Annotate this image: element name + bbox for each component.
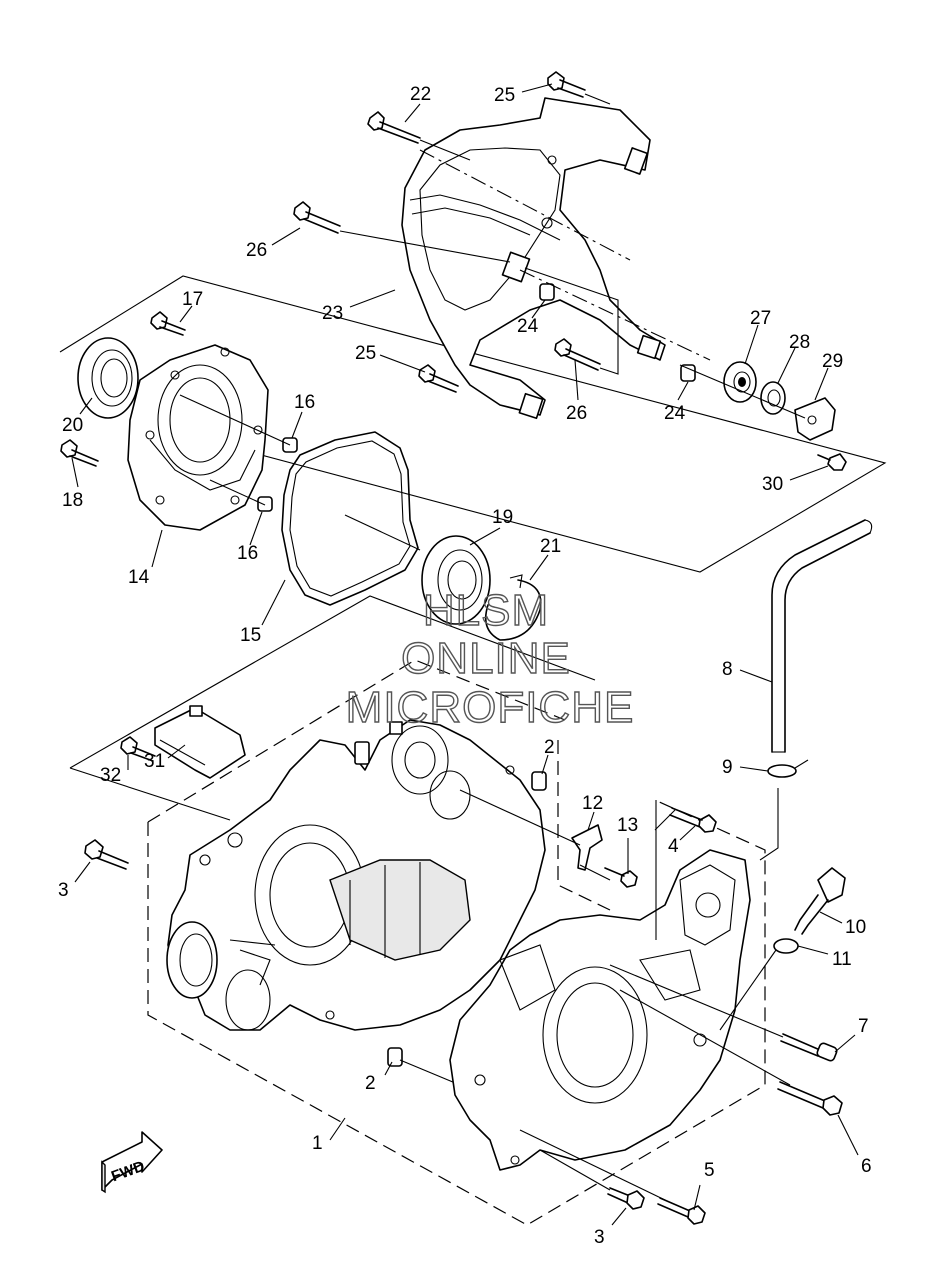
crankcase-cover-23 (401, 97, 666, 420)
callout-30: 30 (762, 474, 783, 495)
retainer-plate-29 (794, 397, 836, 441)
watermark-line-3: MICROFICHE (346, 683, 635, 732)
callout-8: 8 (722, 659, 733, 680)
breather-pipe-8 (771, 519, 873, 753)
fwd-direction-badge: FWD (101, 1131, 163, 1194)
dipstick-10 (794, 867, 846, 935)
crankcase-right (449, 849, 751, 1171)
callout-28: 28 (789, 332, 810, 353)
callout-18: 18 (62, 490, 83, 511)
callout-26-upper: 26 (246, 240, 267, 261)
bolt-18 (60, 439, 99, 467)
callout-15: 15 (240, 625, 261, 646)
callout-12: 12 (582, 793, 603, 814)
oil-seal-19 (421, 535, 491, 625)
callout-24-upper: 24 (517, 316, 539, 337)
axis-line-mid (519, 269, 711, 361)
bolt-26-left (293, 201, 511, 263)
crankcase-left-1 (166, 719, 546, 1031)
bolt-32 (120, 736, 156, 762)
dowel-pin-2a (531, 771, 547, 791)
callout-5: 5 (704, 1160, 715, 1181)
bolt-17 (150, 311, 186, 336)
callout-3-left: 3 (58, 880, 69, 901)
callout-19: 19 (492, 507, 513, 528)
bolt-25-top (547, 71, 611, 105)
bearing-27 (723, 361, 757, 403)
bolt-4 (669, 807, 717, 833)
callout-2-upper: 2 (544, 737, 555, 758)
callout-24-lower: 24 (664, 403, 686, 424)
bolt-7 (609, 964, 838, 1062)
dowel-pin-16b (257, 496, 273, 512)
callout-13: 13 (617, 815, 638, 836)
callout-17: 17 (182, 289, 203, 310)
axis-line-top (419, 149, 631, 261)
callout-16-upper: 16 (294, 392, 315, 413)
dowel-pin-24b (680, 364, 696, 382)
circlip-21 (484, 574, 542, 641)
oil-seal-28 (760, 381, 786, 415)
callout-22: 22 (410, 84, 431, 105)
case-cover-14 (127, 344, 269, 531)
callout-25-mid: 25 (355, 343, 376, 364)
callout-23: 23 (322, 303, 343, 324)
callout-21: 21 (540, 536, 561, 557)
axis-lines-crankcase (459, 789, 791, 1201)
bolt-22 (367, 111, 471, 161)
callout-11: 11 (832, 949, 852, 970)
callout-2-lower: 2 (365, 1073, 376, 1094)
watermark-line-2: ONLINE (401, 634, 571, 683)
stopper-plate-12 (571, 824, 603, 871)
bolt-6 (777, 1081, 843, 1116)
leader-lines (71, 83, 859, 1226)
callout-31: 31 (144, 751, 165, 772)
callout-14: 14 (128, 567, 150, 588)
breather-plate-31 (154, 705, 246, 779)
watermark: HLSM ONLINE MICROFICHE (345, 585, 635, 732)
callout-27: 27 (750, 308, 771, 329)
callout-20: 20 (62, 415, 83, 436)
dowel-pin-24a (539, 283, 555, 301)
dowel-pin-2b (387, 1047, 461, 1086)
callout-1: 1 (312, 1133, 323, 1154)
callout-7: 7 (858, 1016, 869, 1037)
bolt-5 (657, 1197, 706, 1225)
callout-3-bottom: 3 (594, 1227, 605, 1248)
bolt-25-mid (418, 364, 459, 393)
group-boundary-lines (59, 275, 887, 1226)
callout-6: 6 (861, 1156, 872, 1177)
callout-25-top: 25 (494, 85, 515, 106)
callout-numbers: 1 2 2 3 3 4 5 6 7 8 9 10 11 12 13 14 15 … (58, 84, 872, 1248)
bolt-3-bottom (607, 1187, 645, 1210)
oil-seal-20 (77, 337, 139, 419)
axis-line-cover (179, 394, 291, 446)
callout-29: 29 (822, 351, 843, 372)
callout-32: 32 (100, 765, 121, 786)
callout-4: 4 (668, 836, 679, 857)
bolt-3-left (84, 839, 129, 870)
hose-clip-9 (759, 759, 809, 861)
callout-26-lower: 26 (566, 403, 587, 424)
bolt-26-right (524, 267, 619, 375)
callout-9: 9 (722, 757, 733, 778)
callout-16-lower: 16 (237, 543, 258, 564)
gasket-15 (281, 431, 421, 606)
watermark-line-1: HLSM (423, 586, 549, 635)
callout-10: 10 (845, 917, 866, 938)
bolt-13 (604, 867, 638, 888)
bolt-30 (679, 364, 847, 471)
axis-line-dowel (209, 479, 266, 506)
